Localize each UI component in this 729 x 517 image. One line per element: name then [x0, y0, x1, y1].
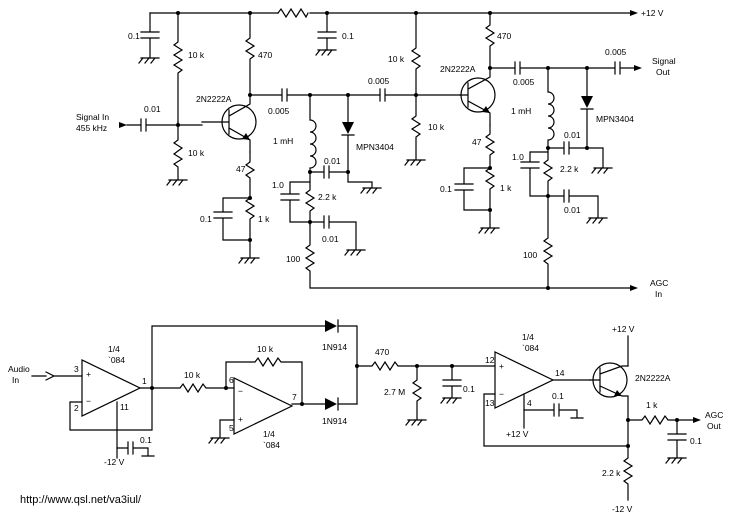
opamp-u2: − +	[233, 377, 294, 435]
cap-top-left	[138, 12, 160, 64]
r-emit1-label: 47	[236, 164, 246, 174]
d2-label: MPN3404	[596, 114, 634, 124]
r-coll2-label: 470	[497, 31, 511, 41]
q2-label: 2N2222A	[440, 64, 476, 74]
plus12-q3-label: +12 V	[612, 324, 635, 334]
signal-out-label-2: Out	[656, 67, 670, 77]
r-agc2-label: 100	[523, 250, 537, 260]
signal-in-label: Signal In	[76, 112, 109, 122]
l1-label: 1 mH	[273, 136, 293, 146]
q1-label: 2N2222A	[196, 94, 232, 104]
signal-in-freq-label: 455 kHz	[76, 123, 107, 133]
signal-out-label-1: Signal	[652, 56, 676, 66]
transistor-q2	[459, 67, 496, 126]
r-q3-emit-label: 2.2 k	[602, 468, 621, 478]
cap-emit1-label: 0.1	[200, 214, 212, 224]
r-b2-top-label: 10 k	[388, 54, 405, 64]
cap-det-label: 0.1	[463, 384, 475, 394]
svg-text:−: −	[499, 389, 504, 399]
cap-emit2-label: 0.1	[440, 184, 452, 194]
audio-in-label-1: Audio	[8, 364, 30, 374]
cap-coup1-label: 0.005	[268, 106, 290, 116]
d1-label: MPN3404	[356, 142, 394, 152]
transistor-q3	[589, 362, 629, 421]
cap-in-label: 0.01	[144, 104, 161, 114]
cap-tank1-label: 1.0	[272, 180, 284, 190]
u2-pin5: 5	[229, 423, 234, 433]
cap-d2-label: 0.01	[564, 130, 581, 140]
r-top-bias-label: 10 k	[188, 50, 205, 60]
cap-d1-label: 0.01	[324, 156, 341, 166]
agc-in-label-2: In	[655, 289, 662, 299]
r-agc1-label: 100	[286, 254, 300, 264]
plus12-u3-label: +12 V	[506, 429, 529, 439]
q3-label: 2N2222A	[635, 373, 671, 383]
minus12-left-label: -12 V	[104, 457, 125, 467]
r-bot-bias-label: 10 k	[188, 148, 205, 158]
u3-pin4: 4	[527, 398, 532, 408]
audio-in-label-2: In	[12, 375, 19, 385]
u1-pin3: 3	[74, 364, 79, 374]
r-det-shunt-label: 2.7 M	[384, 387, 405, 397]
u3-pin13: 13	[485, 398, 495, 408]
u2-pin6: 6	[229, 375, 234, 385]
d4-label: 1N914	[322, 416, 347, 426]
r-fb-label: 10 k	[257, 344, 274, 354]
u2-part-label: `084	[263, 440, 280, 450]
source-url: http://www.qsl.net/va3iul/	[20, 494, 142, 506]
l2-label: 1 mH	[511, 106, 531, 116]
plus12-top-label: +12 V	[641, 8, 664, 18]
cap-agc-out-label: 0.1	[690, 436, 702, 446]
u3-pin14: 14	[555, 368, 565, 378]
agc-out-label-2: Out	[707, 421, 721, 431]
opamp-u1: + −	[81, 359, 142, 417]
cap-tank2b-label: 0.01	[564, 205, 581, 215]
transistor-q1	[201, 94, 257, 153]
u2-pin7: 7	[292, 392, 297, 402]
agc-out-label-1: AGC	[705, 410, 723, 420]
r-emit1b-label: 1 k	[258, 214, 270, 224]
u3-frac-label: 1/4	[522, 332, 534, 342]
u3-part-label: `084	[522, 343, 539, 353]
r-agc-out-label: 1 k	[646, 400, 658, 410]
r-tank1-label: 2.2 k	[318, 192, 337, 202]
cap-top-left-label: 0.1	[128, 31, 140, 41]
r-tank2-label: 2.2 k	[560, 164, 579, 174]
cap-out1-label: 0.005	[513, 77, 535, 87]
cap-tank2-label: 1.0	[512, 152, 524, 162]
cap-top-mid-label: 0.1	[342, 31, 354, 41]
svg-text:+: +	[238, 414, 243, 424]
r-emit2-label: 47	[472, 137, 482, 147]
svg-text:+: +	[499, 361, 504, 371]
u1-part-label: `084	[108, 355, 125, 365]
svg-text:+: +	[86, 369, 91, 379]
d3-label: 1N914	[322, 342, 347, 352]
minus12-bottom-label: -12 V	[612, 504, 633, 514]
cap-coup2-label: 0.005	[368, 76, 390, 86]
u1-pin11: 11	[120, 402, 129, 412]
r-coll1-label: 470	[258, 50, 272, 60]
cap-neg-label: 0.1	[140, 435, 152, 445]
u3-pin12: 12	[485, 355, 495, 365]
cap-out2-label: 0.005	[605, 47, 627, 57]
agc-in-label-1: AGC	[650, 278, 668, 288]
svg-text:−: −	[238, 386, 243, 396]
u1-pin2: 2	[74, 403, 79, 413]
cap-u3-label: 0.1	[552, 391, 564, 401]
u1-frac-label: 1/4	[108, 344, 120, 354]
r-det-label: 470	[375, 347, 389, 357]
cap-tank1b-label: 0.01	[322, 234, 339, 244]
r-emit2b-label: 1 k	[500, 183, 512, 193]
r-u1-out-label: 10 k	[184, 370, 201, 380]
r-b2-bot-label: 10 k	[428, 122, 445, 132]
u2-frac-label: 1/4	[263, 429, 275, 439]
u1-pin1: 1	[142, 376, 147, 386]
svg-text:−: −	[86, 396, 91, 406]
